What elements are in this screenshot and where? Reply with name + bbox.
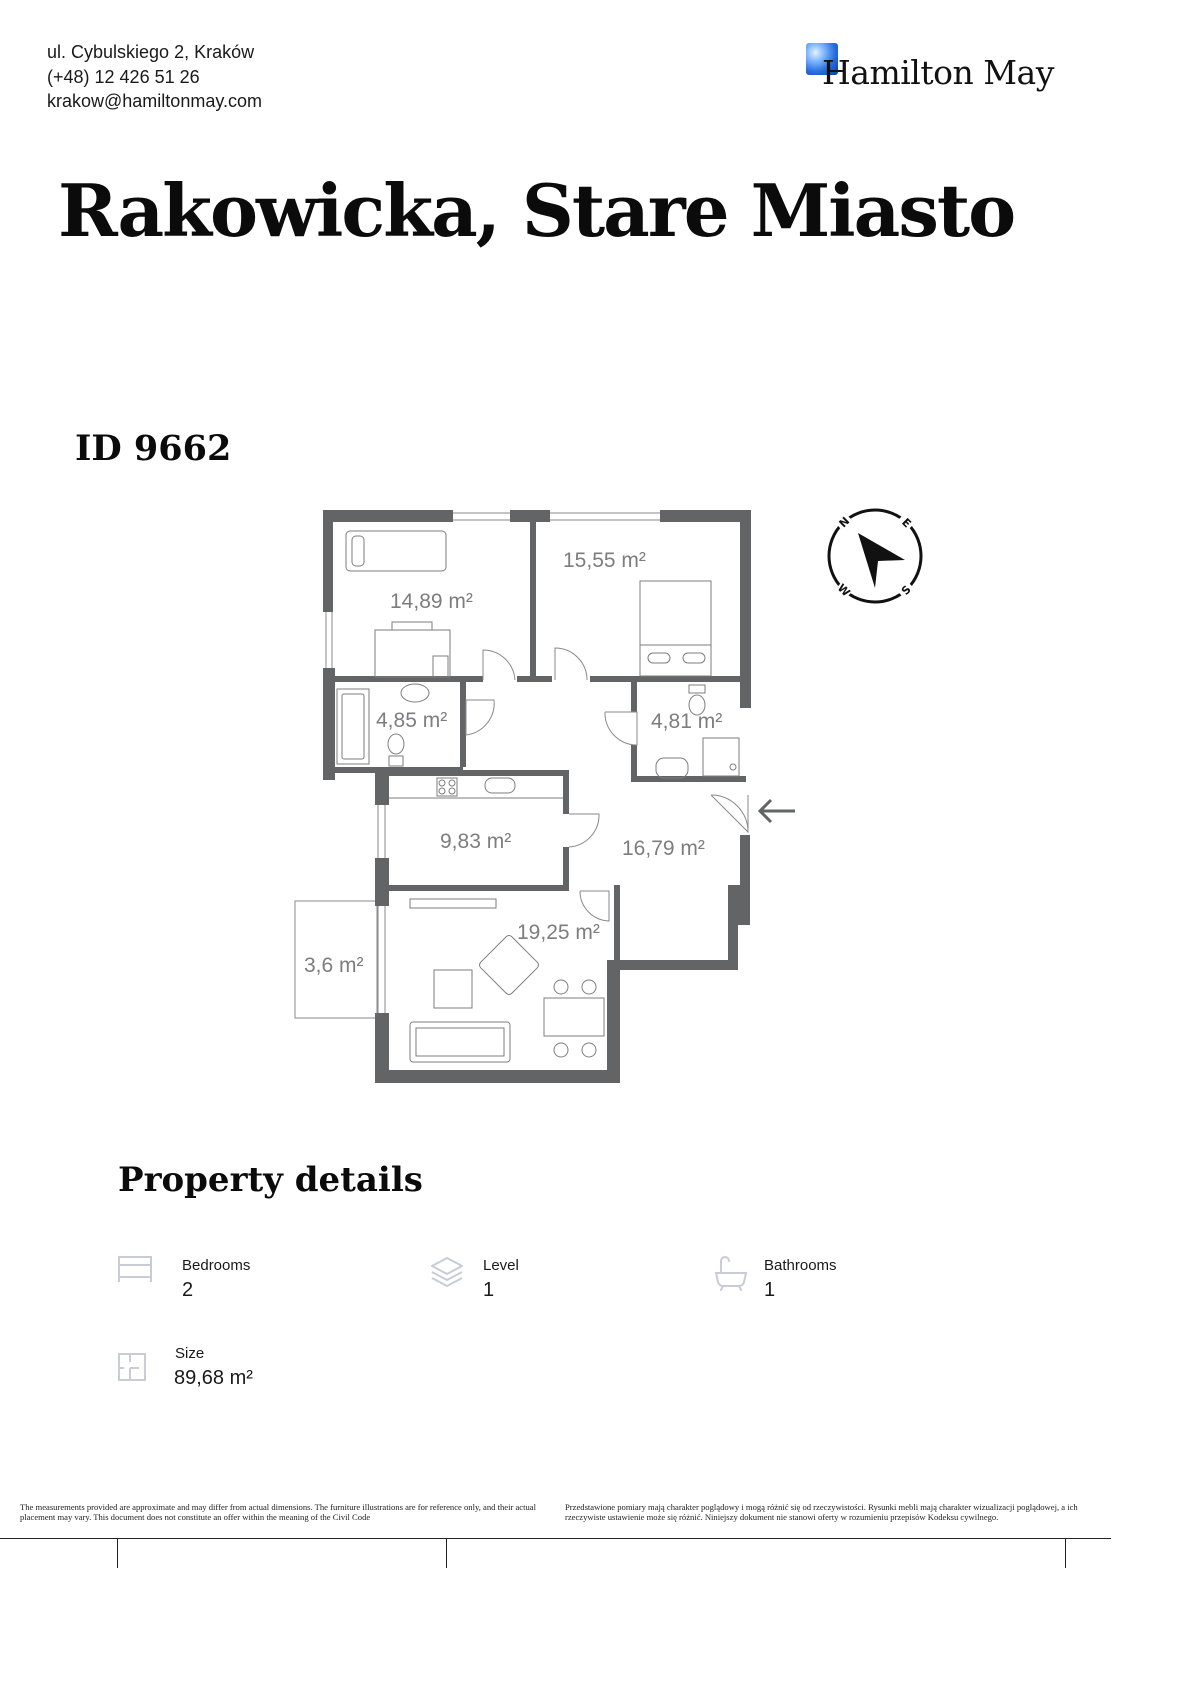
floorplan-icon [118, 1353, 146, 1381]
disclaimer-en: The measurements provided are approximat… [20, 1502, 536, 1522]
floor-plan: 14,89 m² 15,55 m² 4,85 m² 4,81 m² 9,83 m… [294, 510, 795, 1083]
footer-divider-1 [117, 1538, 118, 1568]
outer-walls [323, 510, 751, 1083]
bathrooms-value: 1 [764, 1279, 776, 1301]
bathtub-icon [714, 1256, 748, 1291]
brand-logo: Hamilton May [806, 43, 1076, 103]
room-area-bathroom: 4,85 m² [376, 709, 447, 732]
size-label: Size [175, 1345, 205, 1362]
footer-divider-2 [446, 1538, 447, 1568]
bedrooms-value: 2 [182, 1279, 194, 1301]
room-area-hall: 16,79 m² [622, 837, 705, 860]
detail-bedrooms: Bedrooms 2 [117, 1255, 317, 1305]
bathrooms-label: Bathrooms [764, 1257, 837, 1274]
property-id: ID 9662 [75, 428, 232, 469]
footer-divider-3 [1065, 1538, 1066, 1568]
level-value: 1 [483, 1279, 495, 1301]
entrance-arrow-icon [757, 798, 795, 824]
room-area-wc: 4,81 m² [651, 710, 722, 733]
room-area-bedroom-1: 14,89 m² [390, 590, 473, 613]
room-area-living-room: 19,25 m² [517, 921, 600, 944]
office-phone[interactable]: (+48) 12 426 51 26 [47, 66, 200, 87]
furniture [336, 530, 740, 1063]
contact-block: ul. Cybulskiego 2, Kraków (+48) 12 426 5… [47, 40, 262, 114]
disclaimer-pl: Przedstawione pomiary mają charakter pog… [565, 1502, 1078, 1522]
logo-wordmark: Hamilton May [822, 53, 1054, 92]
level-label: Level [483, 1257, 519, 1274]
size-value: 89,68 m² [174, 1367, 253, 1389]
room-area-kitchen: 9,83 m² [440, 830, 511, 853]
bedrooms-label: Bedrooms [182, 1257, 251, 1274]
room-area-bedroom-2: 15,55 m² [563, 549, 646, 572]
compass-needle-icon [858, 533, 905, 588]
property-details-heading: Property details [118, 1160, 423, 1200]
page-title: Rakowicka, Stare Miasto [58, 168, 1016, 253]
office-email[interactable]: krakow@hamiltonmay.com [47, 91, 262, 111]
footer-divider [0, 1538, 1111, 1539]
balcony-outline [294, 900, 378, 1019]
detail-size: Size 89,68 m² [117, 1343, 337, 1393]
detail-bathrooms: Bathrooms 1 [713, 1255, 913, 1305]
layers-icon [431, 1257, 463, 1287]
bed-icon [118, 1256, 152, 1282]
logo-mark-icon [806, 43, 838, 75]
room-area-balcony: 3,6 m² [304, 954, 364, 977]
office-address: ul. Cybulskiego 2, Kraków [47, 42, 255, 62]
inner-walls [333, 510, 746, 960]
compass-icon: N E S W [827, 508, 923, 604]
detail-level: Level 1 [430, 1255, 630, 1305]
